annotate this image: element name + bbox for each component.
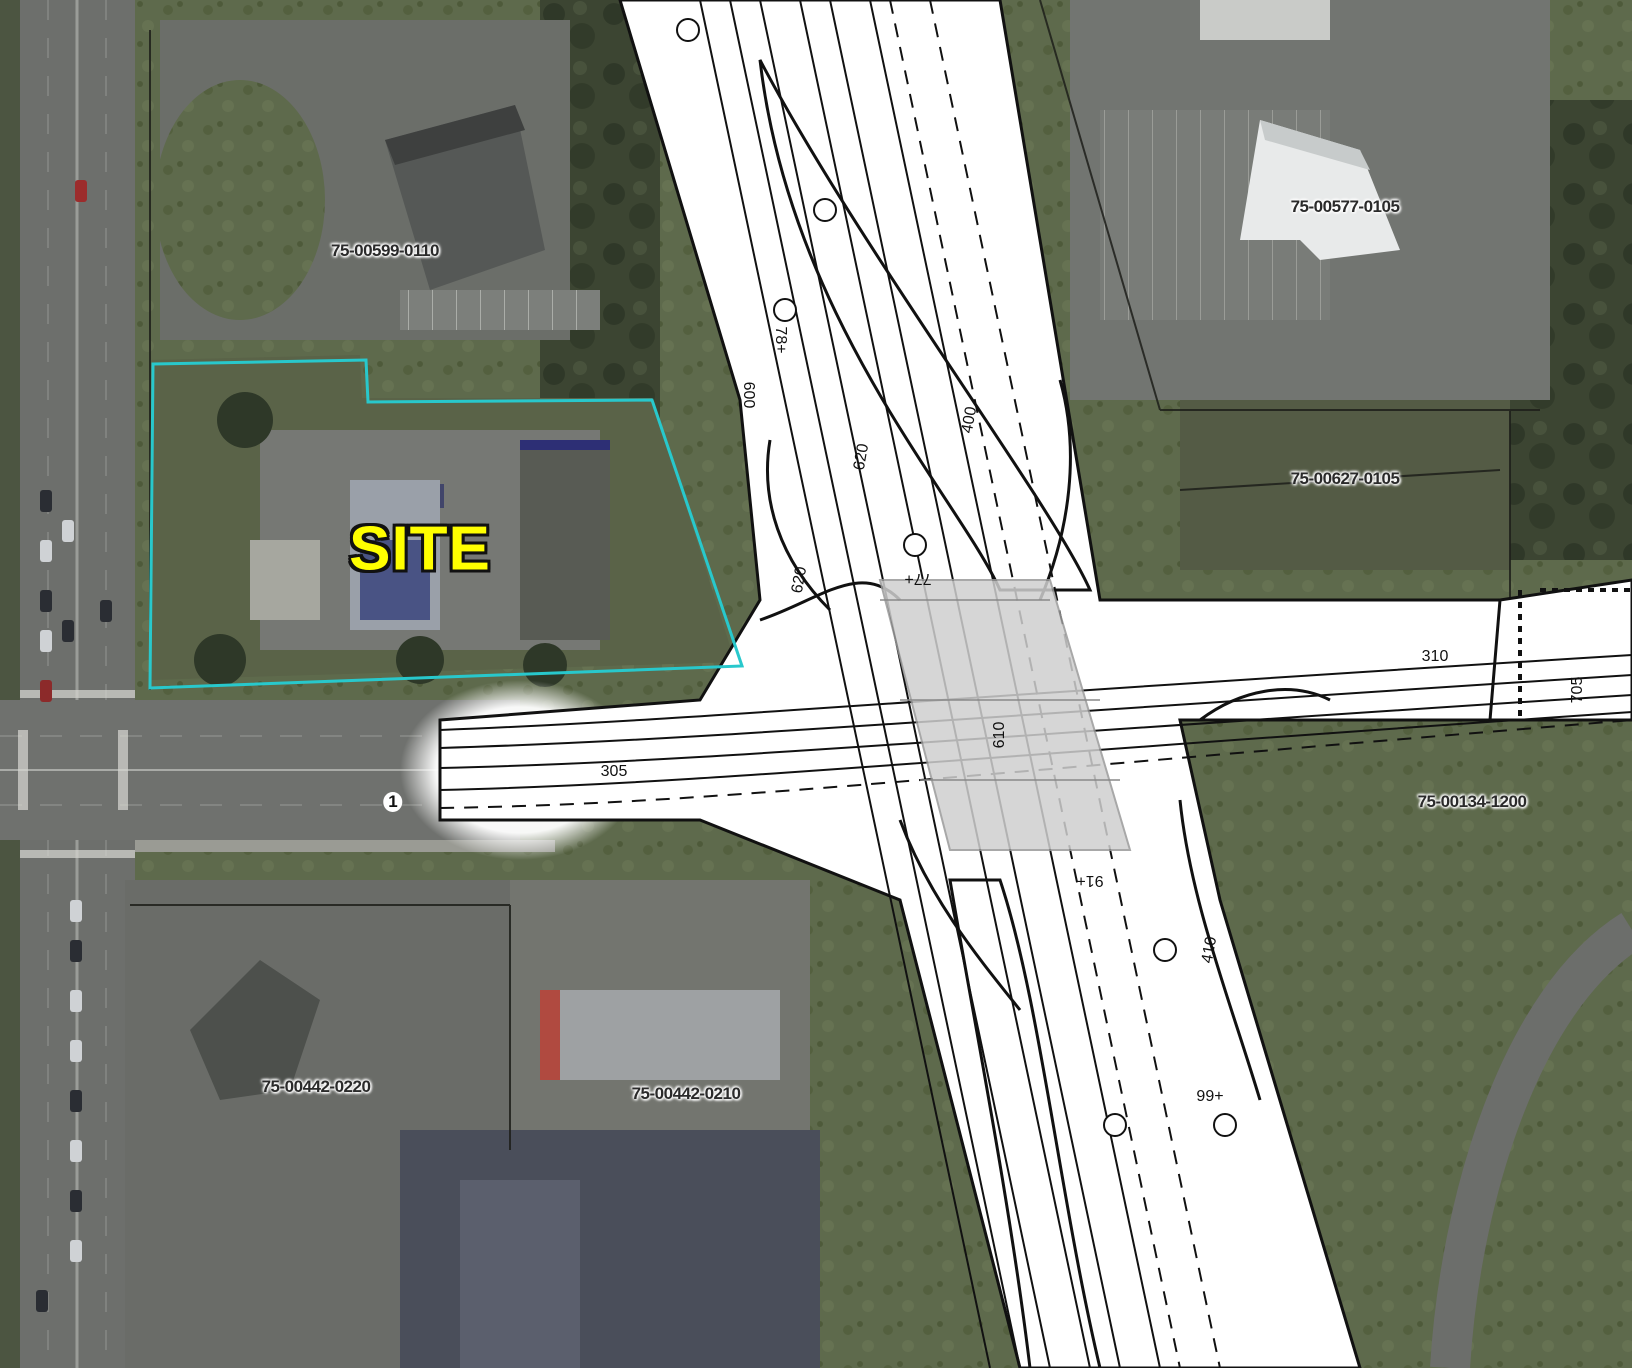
site-label: SITE xyxy=(349,514,491,584)
station-label: 91+ xyxy=(1076,872,1104,889)
station-label: 77+ xyxy=(904,570,932,587)
station-label: 305 xyxy=(600,763,628,780)
parcel-label: 75-00442-0220 xyxy=(261,1077,371,1096)
station-label: 610 xyxy=(991,721,1008,749)
bridge-deck xyxy=(878,579,1132,851)
parcel-label: 75-00442-0210 xyxy=(631,1084,741,1103)
site-boundary xyxy=(148,358,745,690)
route-number-label: 1 xyxy=(383,792,403,812)
station-label: 99+ xyxy=(1196,1088,1224,1105)
station-label: 705 xyxy=(1569,676,1586,704)
station-label: 78+ xyxy=(772,326,789,354)
parcel-label: 75-00134-1200 xyxy=(1417,792,1527,811)
parcel-label: 75-00577-0105 xyxy=(1290,197,1400,216)
vehicles xyxy=(36,180,112,1312)
station-label: 310 xyxy=(1421,648,1449,665)
station-label: 600 xyxy=(740,381,757,409)
parcel-label: 75-00599-0110 xyxy=(331,241,439,260)
parcel-label: 75-00627-0105 xyxy=(1290,469,1400,488)
